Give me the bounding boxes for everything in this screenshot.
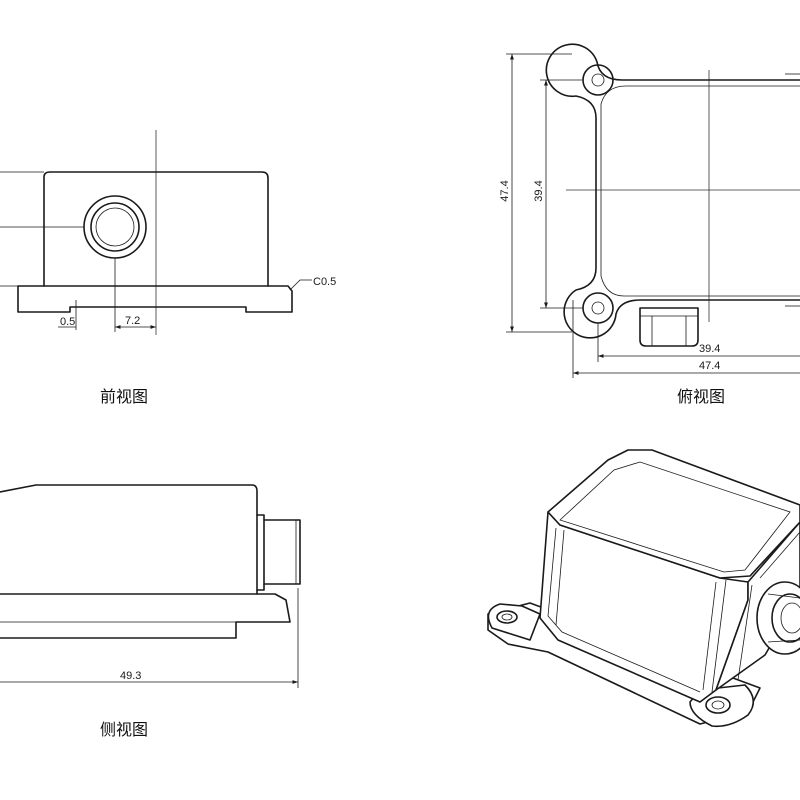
isometric-view xyxy=(487,449,800,728)
dim-chamfer: C0.5 xyxy=(313,276,336,288)
dim-top-overall-width: 47.4 xyxy=(699,360,720,372)
front-view-caption: 前视图 xyxy=(100,387,148,406)
top-view: 47.4 39.4 39.4 47.4 俯视图 xyxy=(499,43,800,406)
dim-top-overall-height: 47.4 xyxy=(499,180,511,201)
front-view: C0.5 0.5 7.2 前视图 xyxy=(0,130,336,406)
dim-top-hole-pitch-width: 39.4 xyxy=(699,343,720,355)
dim-side-overall-width: 49.3 xyxy=(120,670,141,682)
top-view-caption: 俯视图 xyxy=(677,387,725,406)
dim-top-hole-pitch-height: 39.4 xyxy=(533,180,545,201)
side-view-caption: 侧视图 xyxy=(100,720,148,739)
side-view: 49.3 侧视图 xyxy=(0,484,301,739)
dim-hole-offset: 7.2 xyxy=(125,315,140,327)
dim-flange-height: 0.5 xyxy=(60,316,75,328)
